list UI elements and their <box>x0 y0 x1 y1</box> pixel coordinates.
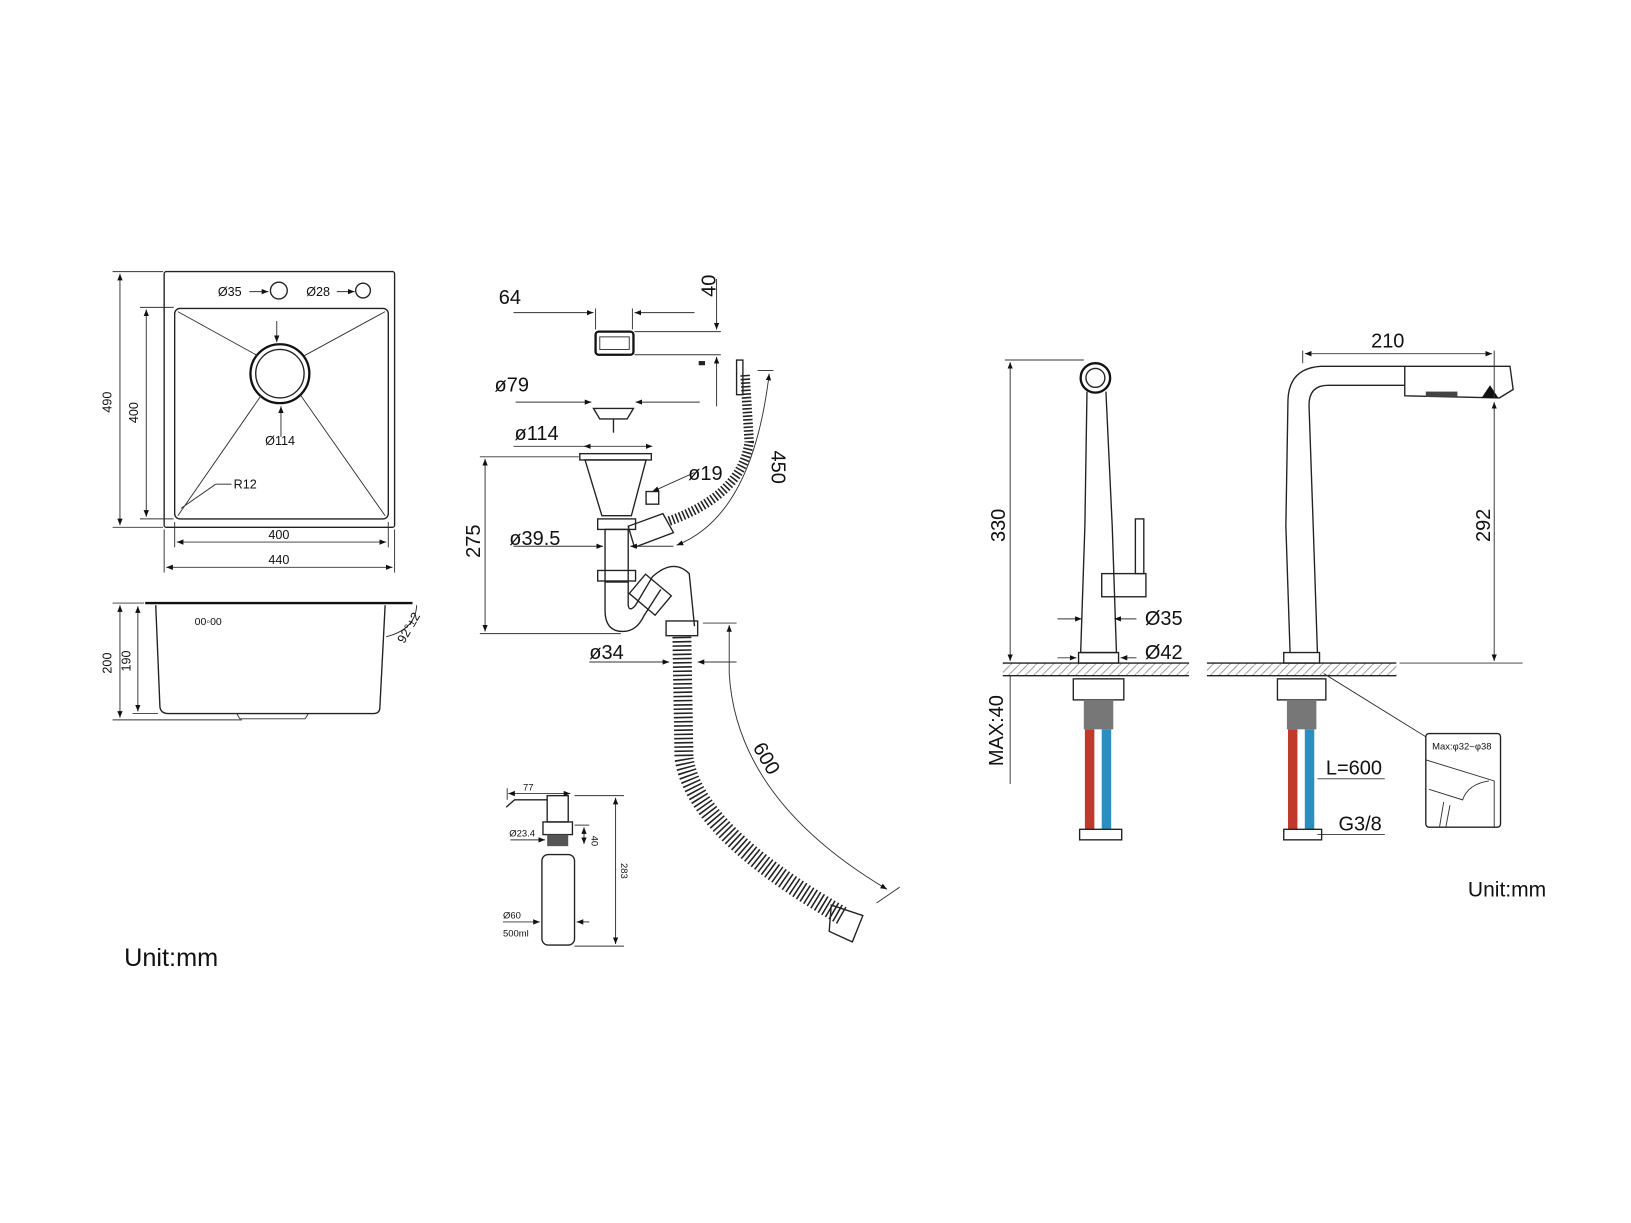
overall-width-label: 440 <box>268 553 289 567</box>
strainer-dia-label: ø79 <box>495 375 529 397</box>
spout-height-label: 292 <box>1473 509 1495 542</box>
drain-height-label: 275 <box>463 524 485 557</box>
outlet-hose-length-label: 600 <box>748 739 784 779</box>
hose-length-label: L=600 <box>1326 758 1382 780</box>
sink-top-view: Ø35 Ø28 Ø114 R12 490 400 400 440 <box>101 270 396 573</box>
soap-dispenser: 77 40 Ø23.4 283 Ø60 500ml <box>502 782 629 947</box>
thread-height-label: 40 <box>588 836 599 847</box>
body-dia-label: Ø35 <box>1145 608 1183 630</box>
overall-height-label: 200 <box>101 653 115 674</box>
inner-depth-label: 400 <box>127 402 141 423</box>
pipe-dia-label: ø39.5 <box>509 528 560 550</box>
volume-label: 500ml <box>503 929 529 940</box>
max-thickness-label: MAX:40 <box>986 695 1008 766</box>
outlet-dia-label: ø34 <box>589 642 623 664</box>
unit-label-left: Unit:mm <box>124 944 218 972</box>
hole-35-label: Ø35 <box>218 285 242 299</box>
faucet-side-view: 210 292 L=600 G3/8 Max:φ32~φ38 <box>1206 330 1523 841</box>
radius-label: R12 <box>234 477 257 491</box>
bowl-height-label: 190 <box>119 650 133 671</box>
drain-dia-label: Ø114 <box>265 434 295 448</box>
faucet-height-label: 330 <box>988 509 1010 542</box>
unit-label-right: Unit:mm <box>1468 879 1546 902</box>
bottle-dia-label: Ø60 <box>503 911 521 922</box>
faucet-front-view: 330 Ø35 Ø42 MAX:40 <box>986 359 1190 841</box>
hole-28-label: Ø28 <box>306 285 330 299</box>
overflow-height-label: 40 <box>699 275 721 297</box>
angle-label: 92°±2 <box>395 610 424 646</box>
overflow-dia-label: ø19 <box>688 463 722 485</box>
detail-label: Max:φ32~φ38 <box>1432 741 1491 752</box>
overflow-width-label: 64 <box>499 287 521 309</box>
total-height-label: 283 <box>618 863 629 879</box>
base-dia-label: Ø42 <box>1145 642 1183 664</box>
serial-mark: 00◦00 <box>195 616 222 628</box>
thread-dia-label: Ø23.4 <box>509 829 535 840</box>
spout-length-label: 77 <box>523 782 534 793</box>
flange-dia-label: ø114 <box>515 423 559 445</box>
connection-label: G3/8 <box>1338 813 1381 835</box>
drain-assembly: 64 40 ø79 ø114 ø19 450 ø39.5 275 ø34 600 <box>463 275 900 943</box>
overflow-hose-length-label: 450 <box>766 451 788 484</box>
overall-depth-label: 490 <box>101 392 115 413</box>
reach-label: 210 <box>1371 330 1404 352</box>
sink-side-view: 00◦00 92°±2 200 190 <box>101 601 424 721</box>
inner-width-label: 400 <box>268 528 289 542</box>
